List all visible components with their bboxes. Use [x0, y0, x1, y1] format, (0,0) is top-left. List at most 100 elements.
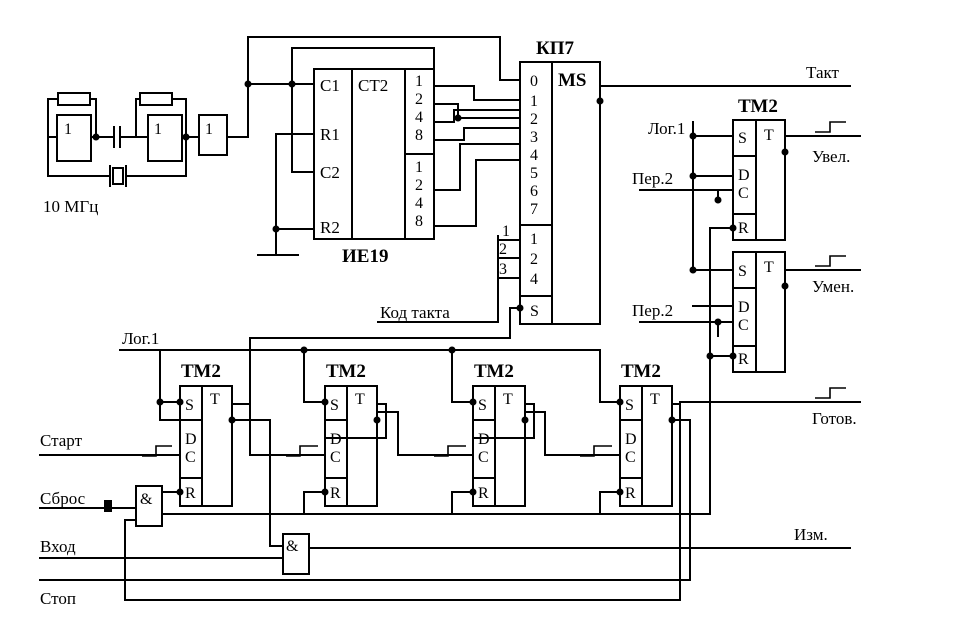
ff-r1-body — [732, 119, 786, 241]
label-log1-right: Лог.1 — [648, 119, 685, 138]
mux-strobe: S — [530, 303, 539, 320]
crystal — [112, 167, 124, 185]
ff-r2-pin-d: D — [738, 299, 750, 316]
label-per2-a: Пер.2 — [632, 169, 673, 188]
and-gate-measure-label: & — [286, 538, 299, 555]
resistor-1 — [57, 92, 91, 106]
counter-out-b4: 4 — [415, 195, 423, 212]
ff-b3-out: T — [503, 391, 513, 408]
ff-b2-out: T — [355, 391, 365, 408]
label-takt: Такт — [806, 63, 840, 82]
oscillator-circuit: 1 1 1 10 МГц — [43, 92, 228, 216]
ff-b4-body — [619, 385, 673, 507]
mux-in-0: 0 — [530, 73, 538, 90]
mux-in-5: 5 — [530, 165, 538, 182]
ff-r2-pin-r: R — [738, 351, 749, 368]
counter-pin-r1: R1 — [320, 125, 340, 144]
mux-addr-4: 4 — [530, 271, 538, 288]
counter-pin-r2: R2 — [320, 218, 340, 237]
mux-name: КП7 — [536, 38, 575, 59]
ff-b4-pin-c: C — [625, 449, 636, 466]
mux-body — [519, 61, 601, 325]
counter-name: ИЕ19 — [342, 246, 388, 267]
label-uvel: Увел. — [812, 147, 850, 166]
ff-b1-pin-r: R — [185, 485, 196, 502]
counter-pin-c1: C1 — [320, 76, 340, 95]
ff-b1-pin-d: D — [185, 431, 197, 448]
label-umen: Умен. — [812, 277, 854, 296]
counter-out-a2: 2 — [415, 91, 423, 108]
ff-b3-pin-c: C — [478, 449, 489, 466]
osc-inverter-1-label: 1 — [64, 121, 72, 138]
osc-inverter-1 — [56, 114, 92, 162]
ff-r2-pin-c: C — [738, 317, 749, 334]
bus-mark-2: 2 — [499, 241, 507, 258]
buffer-inverter — [198, 114, 228, 156]
ff-r2-body — [732, 251, 786, 373]
mux-type: MS — [558, 70, 587, 91]
mux-in-4: 4 — [530, 147, 538, 164]
mux-addr-1: 1 — [530, 231, 538, 248]
and-gate-measure — [282, 533, 310, 575]
ff-b3-pin-d: D — [478, 431, 490, 448]
bus-mark-3: 3 — [499, 261, 507, 278]
resistor-2 — [139, 92, 173, 106]
counter-out-b1: 1 — [415, 159, 423, 176]
ff-r1-pin-s: S — [738, 130, 747, 147]
ff-b2-name: ТМ2 — [326, 361, 366, 382]
and-gate-reset — [135, 485, 163, 527]
flipflop-bottom-3: ТМ2 S D C R T — [472, 361, 526, 507]
ff-b2-pin-s: S — [330, 397, 339, 414]
and-gate-reset-label: & — [140, 491, 153, 508]
ff-b2-pin-r: R — [330, 485, 341, 502]
ff-b4-name: ТМ2 — [621, 361, 661, 382]
mux-in-3: 3 — [530, 129, 538, 146]
counter-out-a4: 4 — [415, 109, 423, 126]
flipflop-bottom-4: ТМ2 S D C R T — [619, 361, 673, 507]
ff-b4-out: T — [650, 391, 660, 408]
counter-type: СТ2 — [358, 76, 388, 95]
mux-in-1: 1 — [530, 93, 538, 110]
sbros-marker — [104, 500, 112, 512]
ff-b2-pin-d: D — [330, 431, 342, 448]
label-start: Старт — [40, 431, 83, 450]
label-izm: Изм. — [794, 525, 828, 544]
ff-r2-pin-s: S — [738, 263, 747, 280]
label-gotov: Готов. — [812, 409, 857, 428]
ff-b1-body — [179, 385, 233, 507]
oscillator-frequency: 10 МГц — [43, 197, 98, 216]
ff-b3-pin-r: R — [478, 485, 489, 502]
osc-inverter-2-label: 1 — [154, 121, 162, 138]
counter-out-b2: 2 — [415, 177, 423, 194]
ff-r2-out: T — [764, 259, 774, 276]
ff-b3-name: ТМ2 — [474, 361, 514, 382]
ff-b4-pin-r: R — [625, 485, 636, 502]
label-kod-takta: Код такта — [380, 303, 450, 322]
ff-r1-pin-d: D — [738, 167, 750, 184]
ff-r1-out: T — [764, 127, 774, 144]
mux-in-6: 6 — [530, 183, 538, 200]
ff-b4-pin-d: D — [625, 431, 637, 448]
ff-b1-name: ТМ2 — [181, 361, 221, 382]
label-vhod: Вход — [40, 537, 76, 556]
multiplexer-kp7: КП7 MS 0 1 2 3 4 5 6 7 1 2 4 S — [519, 38, 601, 325]
counter-out-b8: 8 — [415, 213, 423, 230]
flipflop-right-1: ТМ2 S D C R T — [732, 96, 786, 241]
label-per2-b: Пер.2 — [632, 301, 673, 320]
counter-pin-c2: C2 — [320, 163, 340, 182]
ff-b3-body — [472, 385, 526, 507]
ff-b1-pin-c: C — [185, 449, 196, 466]
flipflop-bottom-1: ТМ2 S D C R T — [179, 361, 233, 507]
ff-b1-pin-s: S — [185, 397, 194, 414]
label-stop: Стоп — [40, 589, 76, 608]
counter-ie19: C1 R1 C2 R2 СТ2 1 2 4 8 1 2 4 8 ИЕ19 — [313, 68, 435, 267]
buffer-inverter-label: 1 — [205, 121, 213, 138]
ff-r1-pin-c: C — [738, 185, 749, 202]
counter-out-a8: 8 — [415, 127, 423, 144]
ff-b2-pin-c: C — [330, 449, 341, 466]
mux-addr-2: 2 — [530, 251, 538, 268]
bus-mark-1: 1 — [502, 223, 510, 240]
ff-r1-name: ТМ2 — [738, 96, 778, 117]
ff-b3-pin-s: S — [478, 397, 487, 414]
